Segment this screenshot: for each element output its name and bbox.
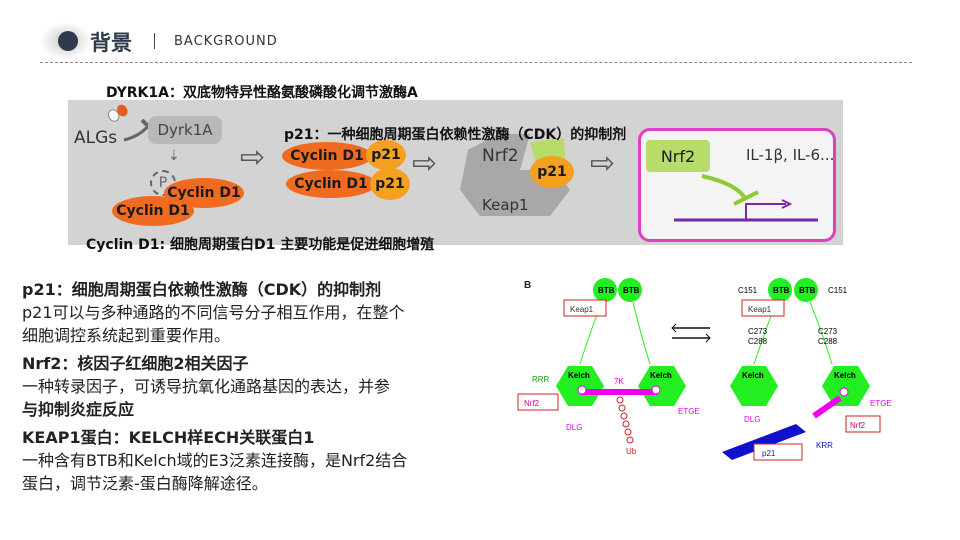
- p21-label: p21: [762, 449, 776, 458]
- dlg-label: DLG: [566, 423, 582, 432]
- p21-desc-line2: 细胞调控系统起到重要作用。: [22, 326, 231, 345]
- arrow-right-icon: ⇨: [590, 146, 616, 181]
- keap1-nrf2-binding-diagram: B BTB BTB Keap1 Kelch Kelch RRR Nrf2 7K …: [517, 278, 892, 461]
- kelch-label: Kelch: [742, 371, 764, 380]
- c273-label: C273: [818, 327, 838, 336]
- down-arrow-icon: ⇣: [168, 148, 180, 164]
- kelch-label: Kelch: [568, 371, 590, 380]
- c273-label: C273: [748, 327, 768, 336]
- p21-box: [753, 443, 803, 461]
- dlg-label: DLG: [744, 415, 760, 424]
- p21-node-b: p21: [370, 168, 410, 200]
- c151-label: C151: [738, 286, 758, 295]
- seven-k-label: 7K: [614, 377, 624, 386]
- c288-label: C288: [748, 337, 768, 346]
- keap1-box-left: [563, 299, 607, 317]
- keap1-label: Keap1: [482, 196, 529, 214]
- keap1-label: Keap1: [748, 305, 772, 314]
- cyclin-d1-node-d: Cyclin D1: [286, 170, 376, 198]
- btb-right-a: [768, 278, 792, 302]
- caption-cyclin-d1: Cyclin D1: 细胞周期蛋白D1 主要功能是促进细胞增殖: [86, 237, 435, 253]
- page-title: 背景: [90, 31, 132, 55]
- c151-label: C151: [828, 286, 848, 295]
- nrf2-label-a: Nrf2: [482, 146, 519, 166]
- keap1-label: Keap1: [570, 305, 594, 314]
- page-subtitle: BACKGROUND: [174, 34, 278, 49]
- nucleus-box: [638, 128, 836, 242]
- btb-label: BTB: [598, 286, 615, 295]
- btb-left-b: [618, 278, 642, 302]
- kelch-label: Kelch: [650, 371, 672, 380]
- header-bullet-icon: [58, 31, 78, 51]
- gene-activation-icon: [674, 174, 818, 222]
- etge-label: ETGE: [870, 399, 892, 408]
- btb-label: BTB: [773, 286, 790, 295]
- btb-label: BTB: [623, 286, 640, 295]
- keap1-box-right: [741, 299, 785, 317]
- kelch-label: Kelch: [834, 371, 856, 380]
- p21-heading: p21：细胞周期蛋白依赖性激酶（CDK）的抑制剂: [22, 280, 382, 299]
- rrr-label: RRR: [532, 375, 550, 384]
- nrf2-desc-line1: 一种转录因子，可诱导抗氧化通路基因的表达，并参: [22, 377, 391, 396]
- arrow-right-icon: ⇨: [240, 140, 266, 175]
- cyclin-d1-node-c: Cyclin D1: [282, 142, 372, 170]
- nrf2-heading: Nrf2：核因子红细胞2相关因子: [22, 354, 249, 373]
- arrow-right-icon: ⇨: [412, 146, 438, 181]
- caption-p21: p21：一种细胞周期蛋白依赖性激酶（CDK）的抑制剂: [284, 127, 627, 143]
- kelch-left-b: [638, 366, 686, 406]
- header-divider: [40, 62, 912, 63]
- btb-left-a: [593, 278, 617, 302]
- il-label: IL-1β, IL-6...: [746, 146, 835, 164]
- btb-label: BTB: [799, 286, 816, 295]
- dyrk1a-node: Dyrk1A: [148, 116, 222, 144]
- caption-dyrk1a: DYRK1A：双底物特异性酪氨酸磷酸化调节激酶A: [106, 85, 418, 101]
- panel-letter: B: [524, 280, 531, 291]
- nrf2-desc-line2: 与抑制炎症反应: [22, 400, 135, 419]
- keap1-desc-line1: 一种含有BTB和Kelch域的E3泛素连接酶，是Nrf2结合: [22, 451, 408, 470]
- keap1-desc-line2: 蛋白，调节泛素-蛋白酶降解途径。: [22, 474, 268, 493]
- nrf2-node-b: Nrf2: [646, 140, 710, 172]
- cyclin-d1-node-b: Cyclin D1: [112, 196, 194, 226]
- nrf2-box-right: [845, 415, 881, 433]
- etge-label: ETGE: [678, 407, 700, 416]
- p21-node-c: p21: [530, 156, 574, 188]
- pathway-figure: ALGs Dyrk1A ⇣ P Cyclin D1 Cyclin D1 ⇨ Cy…: [68, 100, 843, 245]
- algs-inhibitor-icon: [106, 104, 130, 122]
- kelch-right-b: [822, 366, 870, 406]
- kelch-right-a: [730, 366, 778, 406]
- krr-label: KRR: [816, 441, 833, 450]
- ub-label: Ub: [626, 447, 637, 456]
- p21-bar: [722, 424, 806, 460]
- keap1-heading: KEAP1蛋白：KELCH样ECH关联蛋白1: [22, 428, 315, 447]
- nrf2-label: Nrf2: [850, 421, 866, 430]
- p21-desc-line1: p21可以与多种通路的不同信号分子相互作用，在整个: [22, 303, 405, 322]
- p21-node-a: p21: [366, 140, 406, 170]
- ubiquitin-chain: [616, 396, 634, 444]
- btb-right-b: [794, 278, 818, 302]
- header-separator: [154, 33, 155, 49]
- nrf2-box-left: [517, 393, 559, 411]
- c288-label: C288: [818, 337, 838, 346]
- algs-label: ALGs: [74, 128, 118, 148]
- nrf2-label: Nrf2: [524, 399, 540, 408]
